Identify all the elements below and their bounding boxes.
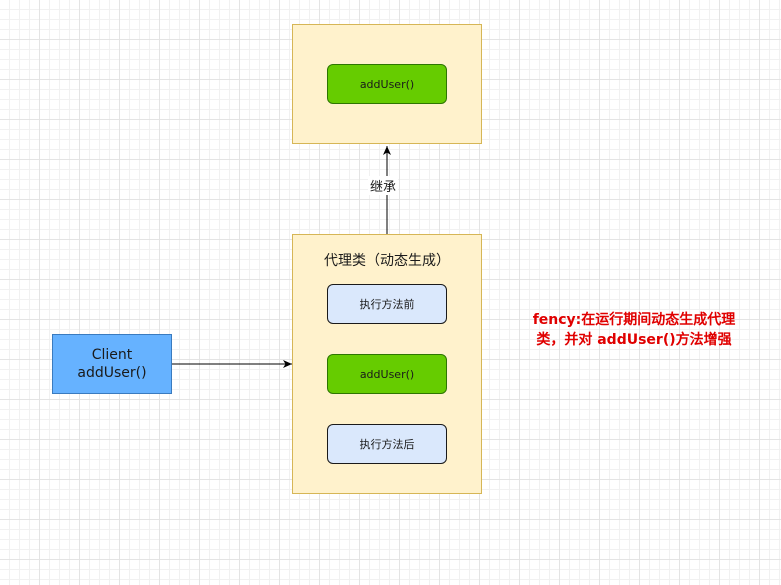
client-box[interactable]: Client addUser() — [52, 334, 172, 394]
proxy-add-user-method[interactable]: addUser() — [327, 354, 447, 394]
client-label: Client — [91, 347, 133, 363]
inheritance-label: 继承 — [368, 176, 399, 195]
annotation-line-2: 类，并对 addUser()方法增强 — [536, 332, 732, 348]
proxy-after-method[interactable]: 执行方法后 — [327, 424, 447, 464]
client-method-label: addUser() — [77, 365, 147, 381]
annotation-line-1: fency:在运行期间动态生成代理 — [532, 312, 736, 328]
proxy-before-method[interactable]: 执行方法前 — [327, 284, 447, 324]
proxy-class-title: 代理类（动态生成） — [324, 253, 450, 269]
annotation-note: fency:在运行期间动态生成代理 类，并对 addUser()方法增强 — [502, 310, 766, 350]
parent-add-user-method[interactable]: addUser() — [327, 64, 447, 104]
